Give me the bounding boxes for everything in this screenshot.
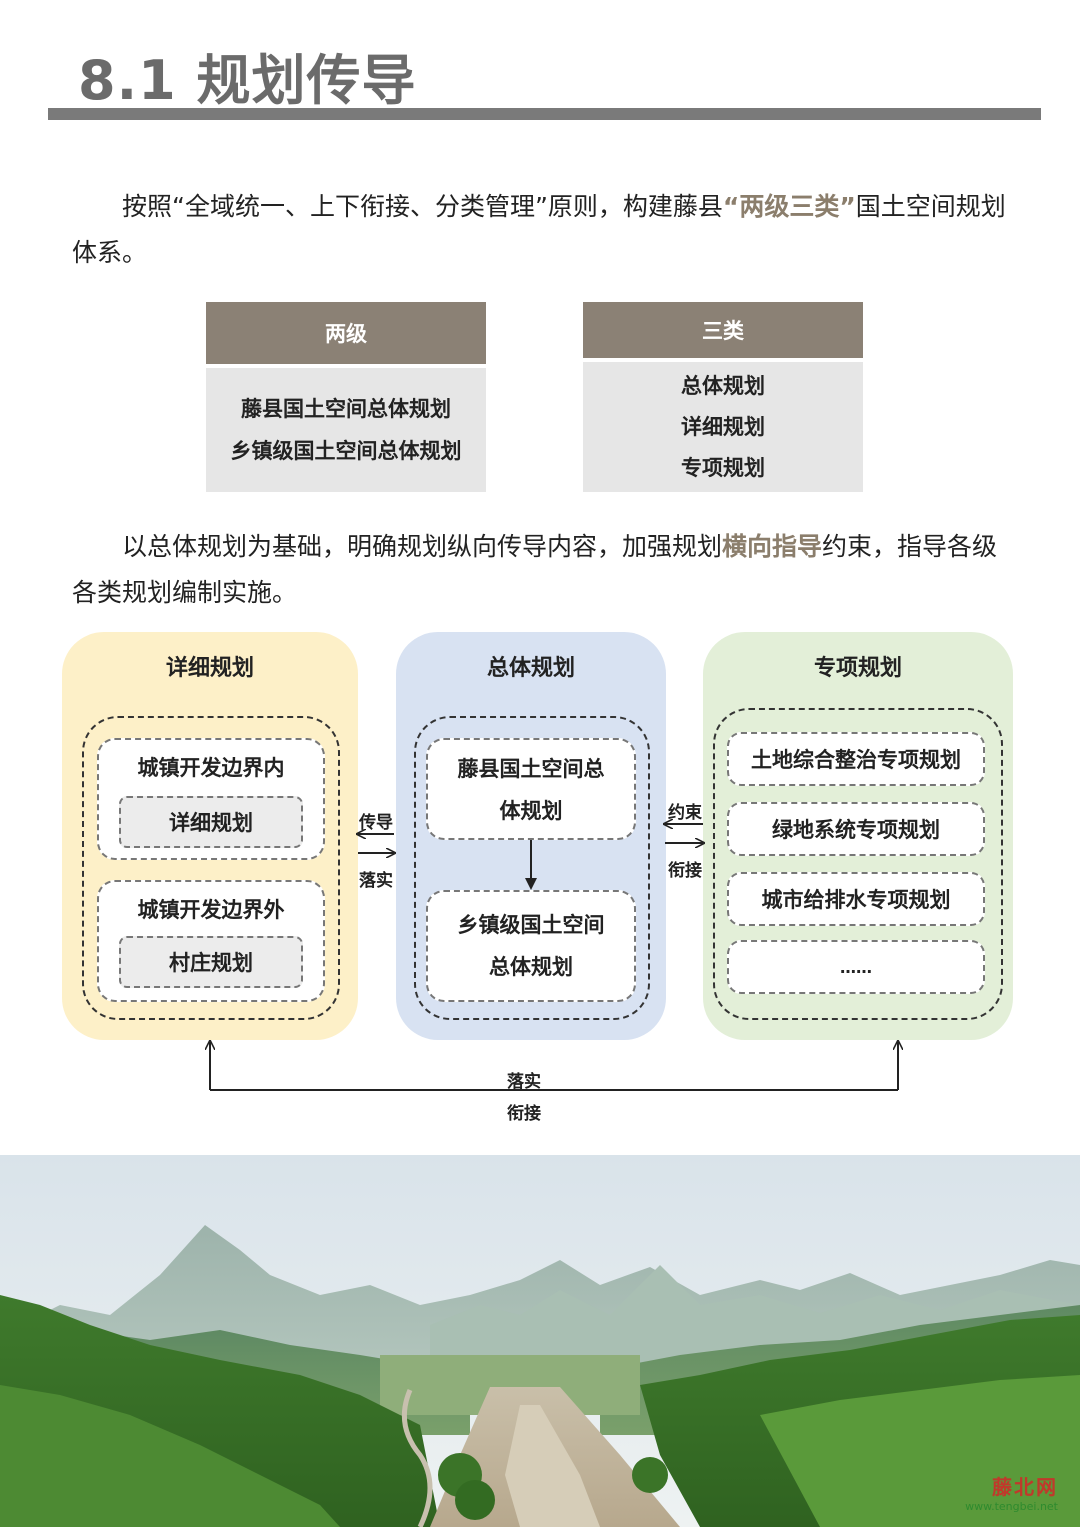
special-plan-item: …… [727,940,985,994]
arrow-label-constrain: 约束 [668,803,702,823]
two-levels-table: 两级 藤县国土空间总体规划 乡镇级国土空间总体规划 [206,302,486,492]
group-dashed-frame [713,708,1003,1020]
intro-text-2: 国土空间规划体系。 [72,192,1006,267]
body-highlight: 横向指导 [722,532,823,561]
title-divider [48,108,1041,120]
card-line: 体规划 [499,799,563,823]
arrow-label-implement: 落实 [359,871,393,891]
three-types-row: 总体规划 [681,373,765,398]
intro-text-1: 按照“全域统一、上下衔接、分类管理”原则，构建藤县 [122,192,723,221]
landscape-photo: 藤北网 www.tengbei.net [0,1155,1080,1527]
special-plan-item: 土地综合整治专项规划 [727,732,985,786]
card-line: 乡镇级国土空间 [457,913,605,937]
site-watermark: 藤北网 www.tengbei.net [965,1471,1058,1513]
watermark-url: www.tengbei.net [965,1500,1058,1513]
county-master-plan-card: 藤县国土空间总 体规划 [426,738,636,840]
detailed-plan-box: 详细规划 [119,796,303,848]
card-line: 总体规划 [489,955,573,979]
group-dashed-frame [414,716,650,1020]
village-plan-box: 村庄规划 [119,936,303,988]
page-title: 8.1 规划传导 [78,49,417,112]
three-types-header: 三类 [583,302,863,358]
card-line: 藤县国土空间总 [457,757,605,781]
watermark-name: 藤北网 [992,1475,1058,1499]
arrow-label-link: 衔接 [668,861,702,881]
body-paragraph: 以总体规划为基础，明确规划纵向传导内容，加强规划横向指导约束，指导各级各类规划编… [72,524,1012,616]
bottom-label-link: 衔接 [507,1104,541,1124]
group-title: 详细规划 [165,656,254,681]
three-types-body: 总体规划 详细规划 专项规划 [583,362,863,492]
master-planning-group: 总体规划 藤县国土空间总 体规划 乡镇级国土空间 总体规划 [396,632,666,1040]
three-types-row: 详细规划 [681,414,765,439]
arrow-label-transmit: 传导 [359,813,393,833]
landscape-illustration [0,1155,1080,1527]
body-text-1: 以总体规划为基础，明确规划纵向传导内容，加强规划 [122,532,723,561]
special-plan-item: 城市给排水专项规划 [727,872,985,926]
body-text-2: 约束，指导各级各类规划编制实施。 [72,532,998,607]
card-label: 城镇开发边界内 [137,756,285,780]
two-levels-body: 藤县国土空间总体规划 乡镇级国土空间总体规划 [206,368,486,492]
bottom-label-implement: 落实 [507,1072,541,1092]
special-planning-group: 专项规划 土地综合整治专项规划 绿地系统专项规划 城市给排水专项规划 …… [703,632,1013,1040]
inside-boundary-card: 城镇开发边界内 详细规划 [97,738,325,860]
three-types-table: 三类 总体规划 详细规划 专项规划 [583,302,863,492]
two-levels-row: 乡镇级国土空间总体规划 [230,439,462,463]
group-title: 专项规划 [813,656,902,681]
township-master-plan-card: 乡镇级国土空间 总体规划 [426,890,636,1002]
intro-paragraph: 按照“全域统一、上下衔接、分类管理”原则，构建藤县“两级三类”国土空间规划体系。 [72,184,1012,276]
special-plan-item: 绿地系统专项规划 [727,802,985,856]
card-label: 城镇开发边界外 [137,898,285,922]
intro-highlight: “两级三类” [722,192,856,221]
group-title: 总体规划 [486,656,575,681]
two-levels-header: 两级 [206,302,486,364]
outside-boundary-card: 城镇开发边界外 村庄规划 [97,880,325,1002]
group-dashed-frame [82,716,340,1020]
detailed-planning-group: 详细规划 城镇开发边界内 详细规划 城镇开发边界外 村庄规划 [62,632,358,1040]
three-types-row: 专项规划 [681,455,765,480]
two-levels-row: 藤县国土空间总体规划 [241,397,451,421]
